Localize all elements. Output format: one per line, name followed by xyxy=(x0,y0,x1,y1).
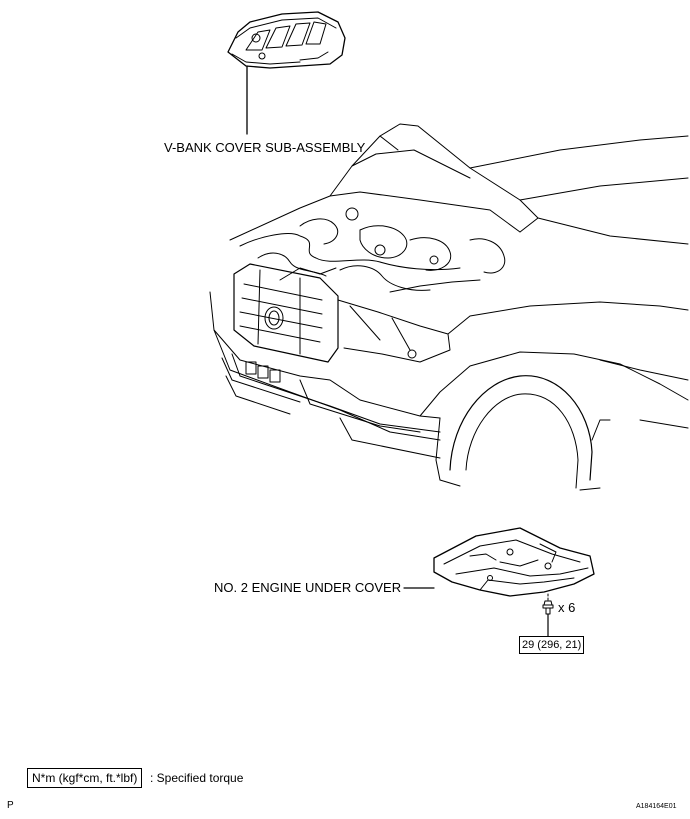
vbank-cover-drawing xyxy=(227,11,346,69)
torque-value-box: 29 (296, 21) xyxy=(519,636,585,654)
page-mark: P xyxy=(7,800,14,811)
bolt-icon xyxy=(542,600,554,615)
figure-code: A184164E01 xyxy=(636,803,677,810)
under-cover-label: NO. 2 ENGINE UNDER COVER xyxy=(214,580,402,595)
vehicle-drawing xyxy=(209,123,689,491)
legend-unit-box: N*m (kgf*cm, ft.*lbf) xyxy=(27,768,143,788)
legend-text: : Specified torque xyxy=(150,771,244,785)
vbank-cover-label: V-BANK COVER SUB-ASSEMBLY xyxy=(164,140,366,155)
bolt-count-label: x 6 xyxy=(558,600,576,615)
under-cover-drawing xyxy=(433,527,595,597)
